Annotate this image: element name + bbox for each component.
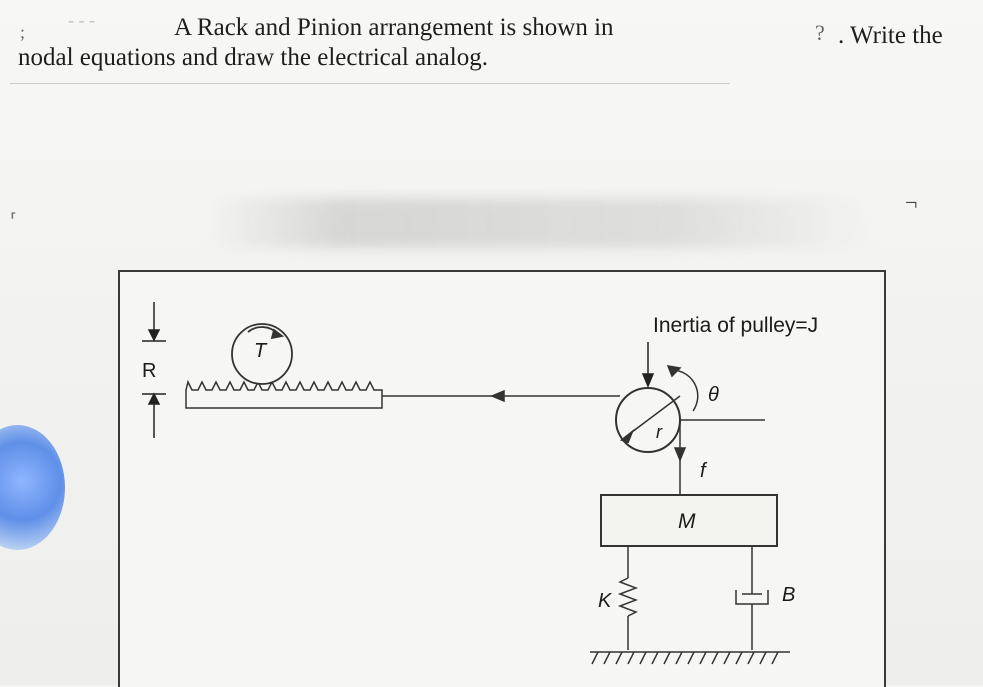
pulley [615, 387, 765, 453]
ground [590, 651, 790, 665]
question-line-1: A Rack and Pinion arrangement is shown i… [174, 14, 614, 41]
margin-mark-top: ; [20, 22, 26, 42]
mass-label: M [678, 510, 696, 533]
torque-label: T [254, 340, 267, 362]
inertia-label: Inertia of pulley=J [653, 314, 819, 337]
rack-pinion-figure: R T Inertia of pulley=J θ r f M K B [118, 270, 886, 687]
question-line-1-tail: . Write the [838, 22, 943, 49]
damper-label: B [782, 584, 796, 606]
theta-label: θ [708, 384, 719, 406]
figure-drawing [142, 302, 790, 665]
radius-label: r [656, 422, 662, 442]
blue-stain [0, 425, 65, 550]
margin-mark-right: ¬ [905, 190, 918, 215]
cable-line [382, 389, 620, 403]
spring [617, 547, 639, 650]
margin-mark-left: ⸢ [10, 210, 18, 230]
margin-mark-faint: - - - [68, 10, 95, 30]
rack-dimension-label: R [142, 360, 157, 382]
input-arrow [641, 342, 655, 388]
question-line-2: nodal equations and draw the electrical … [18, 44, 488, 71]
mass-block [600, 494, 778, 547]
theta-arc [666, 365, 699, 412]
figure-ref-mark: ? [815, 20, 825, 45]
rack-dimension-marker [142, 302, 166, 438]
rack-bar [185, 379, 383, 409]
force-line [673, 420, 687, 494]
spring-label: K [598, 590, 612, 612]
pinion-gear [231, 323, 293, 385]
scan-smudge [210, 198, 870, 248]
divider-line [10, 83, 730, 84]
damper [735, 547, 769, 650]
force-label: f [700, 460, 706, 482]
